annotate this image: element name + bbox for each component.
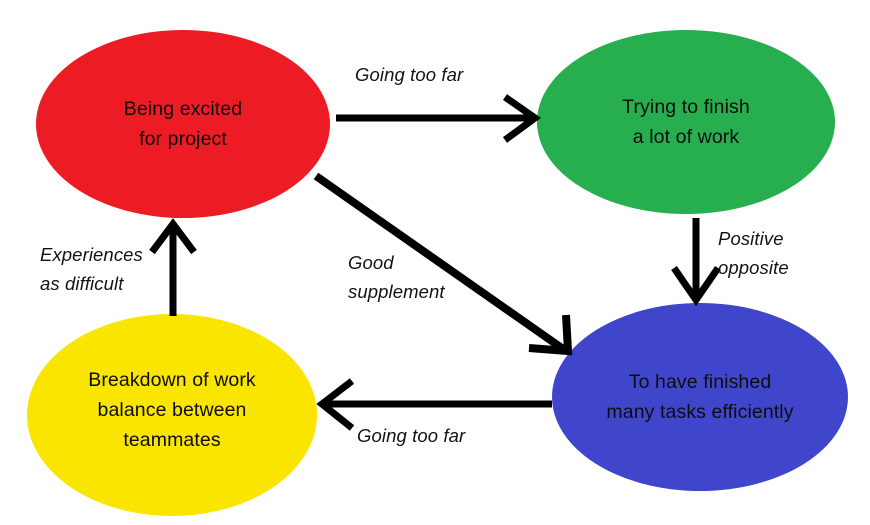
- edge-excited-to-finished-tasks: [313, 172, 573, 356]
- edge-finish-work-to-finished-tasks: [671, 218, 721, 307]
- edge-excited-to-finish-work: [336, 94, 542, 143]
- edge-label-going-too-far-bottom: Going too far: [357, 425, 466, 446]
- edge-label-experiences-as-difficult: Experiences as difficult: [40, 244, 143, 294]
- node-ellipse-finished-tasks[interactable]: [552, 303, 848, 491]
- edge-breakdown-to-excited: [149, 218, 197, 316]
- edge-label-good-supplement: Good supplement: [348, 252, 445, 302]
- edge-finished-tasks-to-breakdown: [316, 378, 552, 431]
- node-ellipse-breakdown[interactable]: [27, 314, 317, 516]
- node-ellipse-excited[interactable]: [36, 30, 330, 218]
- edge-label-going-too-far-top: Going too far: [355, 64, 464, 85]
- edge-label-positive-opposite: Positive opposite: [718, 228, 789, 278]
- node-ellipse-finish-work[interactable]: [537, 30, 835, 214]
